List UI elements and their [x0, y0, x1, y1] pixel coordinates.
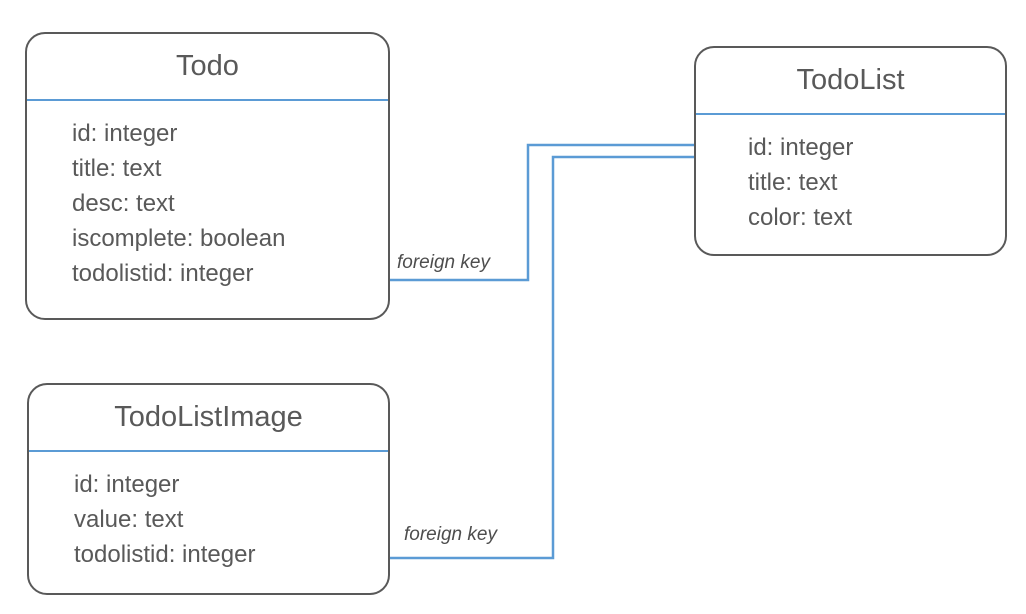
- field-row: todolistid: integer: [72, 260, 254, 287]
- entity-todo-divider: [27, 99, 388, 101]
- entity-todolist-fields: id: integer title: text color: text: [696, 115, 1005, 235]
- entity-todolistimage[interactable]: TodoListImage id: integer value: text to…: [27, 383, 390, 595]
- entity-todolistimage-fields: id: integer value: text todolistid: inte…: [29, 452, 388, 572]
- relationship-label-todolistimage-to-todolist: foreign key: [401, 524, 500, 546]
- field-row: title: text: [72, 155, 162, 182]
- field-row: value: text: [74, 506, 184, 533]
- entity-todolistimage-divider: [29, 450, 388, 452]
- entity-todolist-divider: [696, 113, 1005, 115]
- field-row: desc: text: [72, 190, 175, 217]
- field-row: id: integer: [74, 471, 180, 498]
- entity-todolist[interactable]: TodoList id: integer title: text color: …: [694, 46, 1007, 256]
- entity-todo-fields: id: integer title: text desc: text iscom…: [27, 101, 388, 291]
- entity-todolist-title: TodoList: [796, 64, 905, 96]
- field-row: id: integer: [748, 134, 854, 161]
- field-row: title: text: [748, 169, 838, 196]
- entity-todolistimage-title: TodoListImage: [114, 401, 303, 433]
- relationship-label-todo-to-todolist: foreign key: [394, 252, 493, 274]
- connector-todo-to-todolist: [344, 141, 727, 282]
- field-row: id: integer: [72, 120, 178, 147]
- connector-todolistimage-to-todolist: [330, 153, 741, 560]
- field-row: todolistid: integer: [74, 541, 256, 568]
- field-row: color: text: [748, 204, 853, 231]
- entity-todo[interactable]: Todo id: integer title: text desc: text …: [25, 32, 390, 320]
- entity-todo-title: Todo: [176, 50, 239, 82]
- field-row: iscomplete: boolean: [72, 225, 286, 252]
